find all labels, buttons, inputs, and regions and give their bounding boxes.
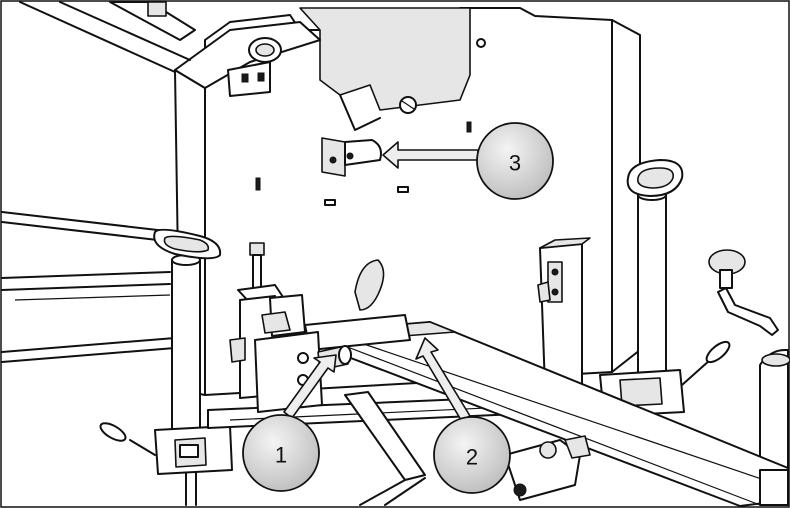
callout-1-label: 1: [275, 443, 287, 468]
left-clamp: [99, 422, 233, 475]
callout-1: 1: [242, 414, 320, 492]
top-left-rails: [19, 1, 196, 73]
latch-bracket: [304, 259, 411, 351]
left-frame-rails: [1, 211, 176, 363]
callout-2-label: 2: [466, 445, 478, 470]
bottom-hinge: [504, 435, 591, 501]
right-outer-post: [611, 19, 684, 386]
panel-top-bracket: [299, 7, 471, 111]
callout-3: 3: [476, 122, 554, 200]
lower-strut: [344, 391, 426, 506]
latch-assembly-component-1: [229, 242, 352, 413]
bracket-component-3: [321, 137, 382, 177]
far-right-handle: [708, 249, 790, 471]
callout-2: 2: [433, 416, 511, 494]
right-inner-column: [537, 237, 591, 389]
bottom-right-detail: [759, 469, 789, 506]
callout-3-label: 3: [509, 151, 521, 176]
